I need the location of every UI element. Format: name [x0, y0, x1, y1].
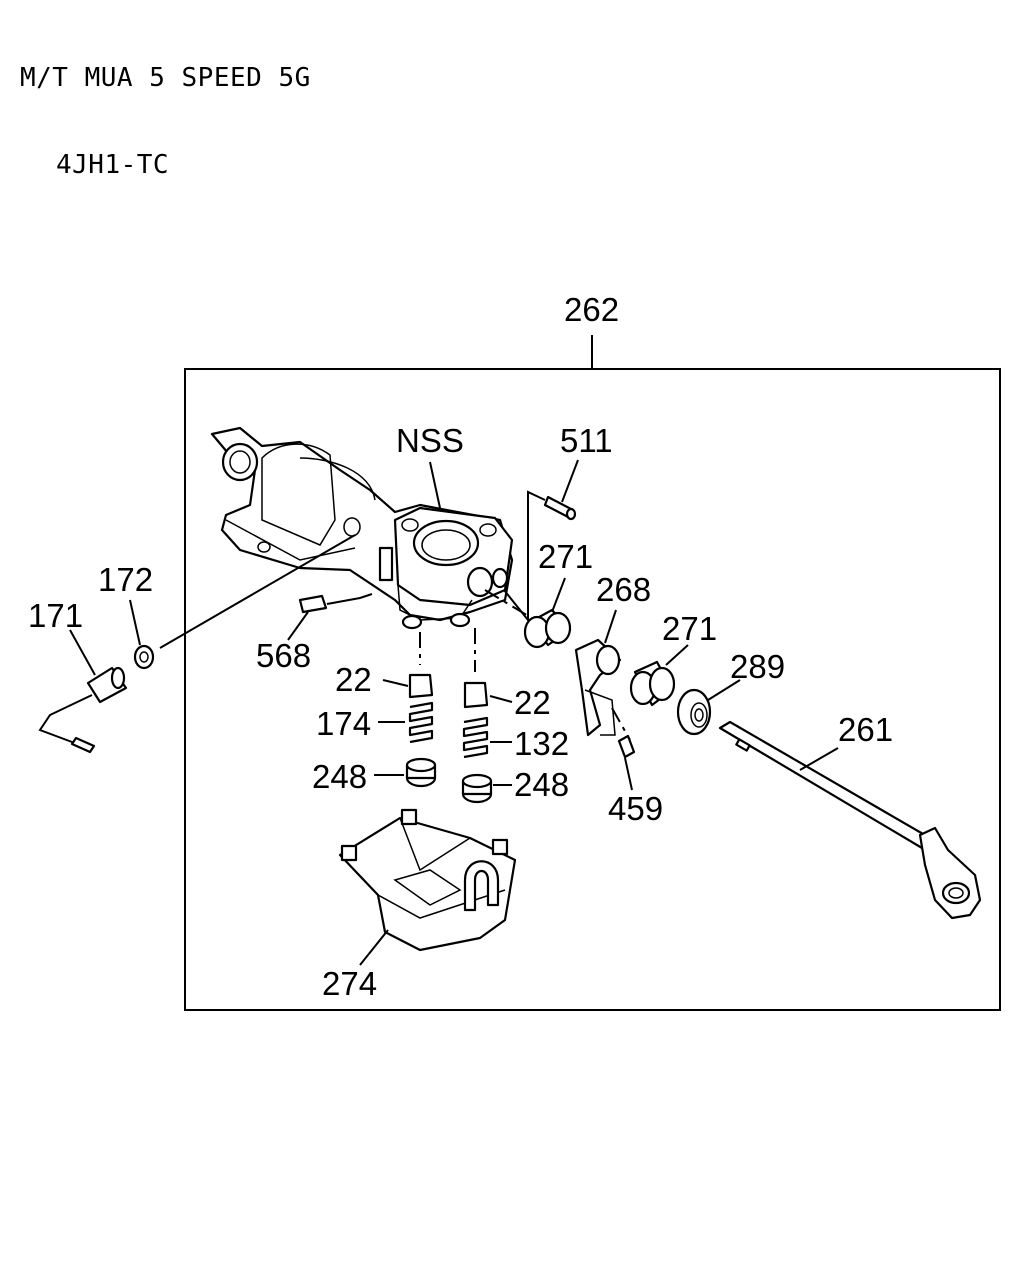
callout-248-b: 248	[514, 766, 569, 803]
leader-261	[799, 747, 839, 771]
washer-172	[133, 644, 155, 670]
callout-248-a: 248	[312, 758, 367, 795]
block-268	[574, 638, 622, 737]
leader-274	[359, 929, 389, 966]
leader-nss	[429, 461, 441, 509]
callout-511: 511	[560, 422, 613, 459]
detent-ball-22-a	[408, 673, 434, 699]
shift-rod-261	[718, 720, 982, 920]
callout-171: 171	[28, 597, 83, 634]
cover-274	[338, 808, 517, 952]
bearing-289	[676, 688, 712, 736]
plug-568	[298, 594, 328, 614]
callout-271-b: 271	[662, 610, 717, 647]
leader-22-a	[382, 679, 409, 687]
callout-268: 268	[596, 571, 651, 608]
pin-459	[617, 734, 636, 759]
axis-line-shaft	[484, 589, 536, 621]
callout-174: 174	[316, 705, 371, 742]
leader-568-guide	[326, 593, 373, 605]
callout-261: 261	[838, 711, 893, 748]
diagram-header: M/T MUA 5 SPEED 5G 4JH1-TC	[20, 6, 311, 209]
leader-268	[604, 609, 617, 644]
axis-switch	[159, 534, 356, 649]
detent-ball-22-b	[463, 681, 489, 709]
leader-271-a	[551, 577, 566, 613]
callout-nss: NSS	[396, 422, 464, 459]
callout-262: 262	[564, 291, 619, 328]
spring-132	[462, 716, 489, 759]
plug-248-b	[461, 773, 493, 804]
leader-459	[624, 757, 633, 791]
callout-271-a: 271	[538, 538, 593, 575]
leader-171	[69, 629, 96, 676]
callout-22-a: 22	[335, 661, 372, 698]
pin-511	[543, 495, 577, 521]
callout-22-b: 22	[514, 684, 551, 721]
header-model-line: M/T MUA 5 SPEED 5G	[20, 63, 311, 93]
shift-housing	[210, 426, 514, 630]
leader-271-b	[665, 644, 689, 666]
leader-511	[561, 459, 579, 503]
callout-274: 274	[322, 965, 377, 1002]
leader-172	[129, 599, 141, 646]
spring-174	[408, 701, 434, 744]
leader-22-b	[489, 695, 513, 703]
guide-511	[503, 490, 546, 623]
callout-289: 289	[730, 648, 785, 685]
leader-289	[707, 679, 741, 701]
callout-172: 172	[98, 561, 153, 598]
bushing-271-b	[629, 660, 676, 707]
callout-568: 568	[256, 637, 311, 674]
plug-248-a	[405, 757, 437, 788]
header-engine-line: 4JH1-TC	[56, 150, 170, 180]
bushing-271-a	[523, 608, 572, 649]
callout-132: 132	[514, 725, 569, 762]
leader-568	[287, 611, 309, 641]
axis-459	[611, 707, 631, 741]
callout-459: 459	[608, 790, 663, 827]
switch-171	[38, 666, 128, 754]
